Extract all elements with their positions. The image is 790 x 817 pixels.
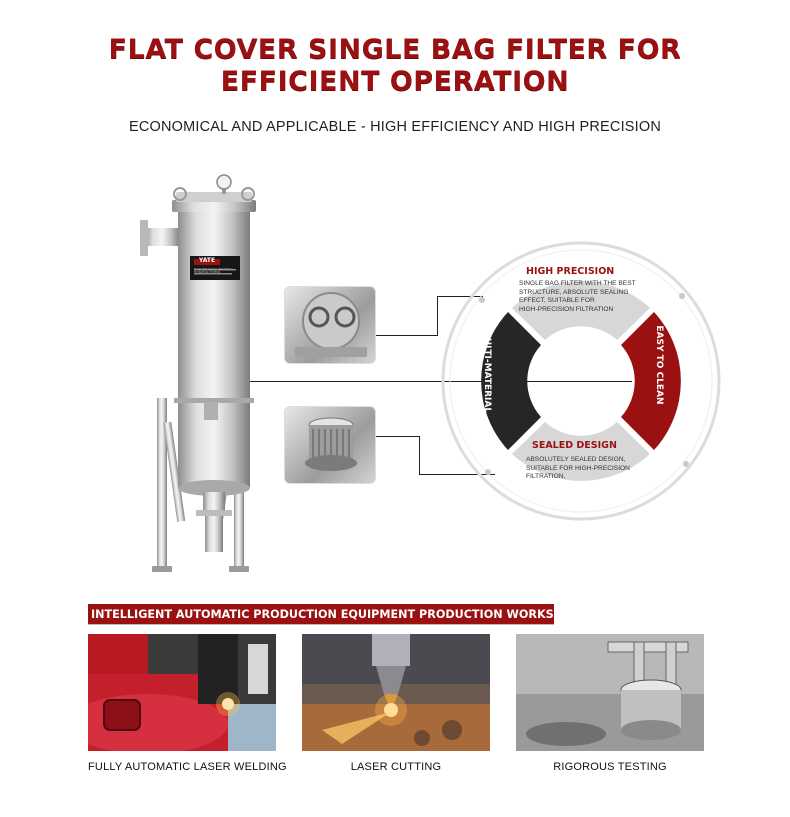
photo-laser-cutting <box>302 634 490 751</box>
leader-line-main <box>250 381 632 382</box>
bag-filter-product-image <box>140 174 256 572</box>
caption-laser-cutting: LASER CUTTING <box>350 761 442 773</box>
caption-laser-welding: FULLY AUTOMATIC LASER WELDING <box>88 761 287 773</box>
leader-line-bottom-segment <box>419 474 495 475</box>
photo-rigorous-testing <box>516 634 704 751</box>
leader-line-top-diagonal <box>437 296 438 336</box>
feature-title-high-precision: HIGH PRECISION <box>526 266 615 277</box>
caption-rigorous-testing: RIGOROUS TESTING <box>553 761 667 773</box>
workshop-banner: INTELLIGENT AUTOMATIC PRODUCTION EQUIPME… <box>88 604 581 625</box>
feature-title-sealed-design: SEALED DESIGN <box>532 440 617 451</box>
photo-laser-welding <box>88 634 276 751</box>
feature-text-sealed-design: ABSOLUTELY SEALED DESIGN, SUITABLE FOR H… <box>526 456 630 481</box>
feature-label-multi-material: MULTI-MATERIAL <box>482 328 492 414</box>
page-title-line-1: FLAT COVER SINGLE BAG FILTER FOR <box>108 34 682 65</box>
leader-line-bottom-drop <box>419 436 420 474</box>
page-title-line-2: EFFICIENT OPERATION <box>220 66 570 97</box>
detail-image-filter-basket <box>284 406 376 484</box>
leader-line-top <box>376 335 438 336</box>
feature-ring-diagram <box>441 241 721 521</box>
leader-line-top-segment <box>437 296 483 297</box>
feature-label-easy-to-clean: EASY TO CLEAN <box>654 325 664 405</box>
feature-text-high-precision: SINGLE BAG FILTER WITH THE BEST STRUCTUR… <box>519 280 636 313</box>
leader-line-bottom <box>376 436 420 437</box>
nameplate-text: MAKE THE WORLD INDUSTRIAL FILTRATION SYS… <box>194 268 234 274</box>
nameplate-logo: YATE <box>198 257 216 264</box>
banner-divider <box>88 624 554 625</box>
detail-image-lid-clamps <box>284 286 376 364</box>
page-subtitle: ECONOMICAL AND APPLICABLE - HIGH EFFICIE… <box>128 119 662 135</box>
